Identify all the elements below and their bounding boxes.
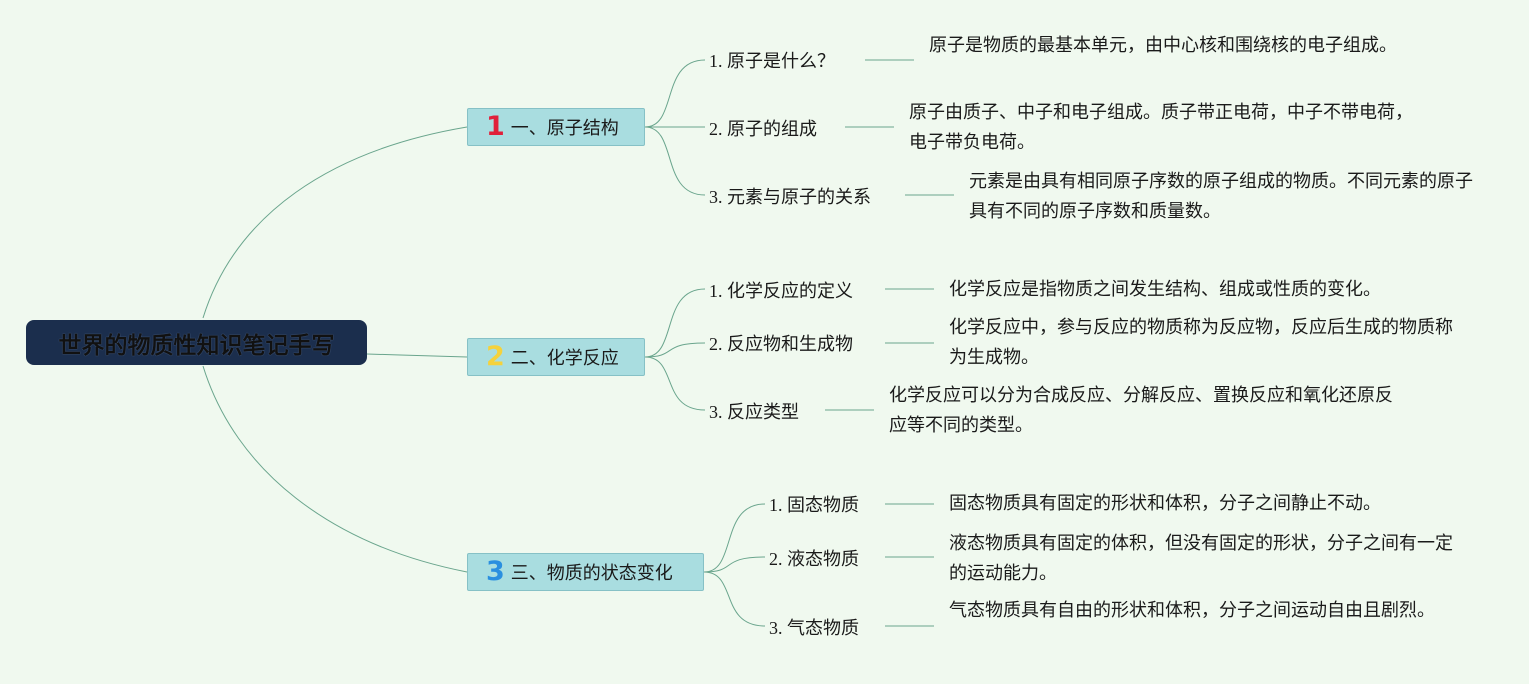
branch-3-to-sub-2-line — [703, 556, 766, 573]
subtopic-desc: 固态物质具有固定的形状和体积，分子之间静止不动。 — [949, 493, 1381, 514]
subtopic-reactants-products[interactable]: 2. 反应物和生成物 — [709, 334, 853, 354]
branch-2-to-sub-3-line — [644, 356, 706, 411]
subtopic-desc: 液态物质具有固定的体积，但没有固定的形状，分子之间有一定的运动能力。 — [949, 533, 1453, 584]
subtopic-desc: 化学反应中，参与反应的物质称为反应物，反应后生成的物质称为生成物。 — [949, 317, 1453, 368]
branch-2-to-sub-2-line — [644, 342, 706, 358]
branch-chemical-reaction[interactable]: 2 二、化学反应 — [467, 338, 645, 376]
root-topic-label: 世界的物质性知识笔记手写 — [58, 332, 335, 359]
root-to-branch-3-line — [202, 365, 468, 573]
branch-3-to-sub-3-line — [703, 571, 766, 627]
root-topic[interactable]: 世界的物质性知识笔记手写 — [26, 320, 367, 365]
branch-state-change[interactable]: 3 三、物质的状态变化 — [467, 553, 704, 591]
subtopic-solid[interactable]: 1. 固态物质 — [769, 495, 859, 515]
subtopic-desc: 化学反应是指物质之间发生结构、组成或性质的变化。 — [949, 279, 1381, 300]
subtopic-desc: 原子由质子、中子和电子组成。质子带正电荷，中子不带电荷，电子带负电荷。 — [909, 102, 1413, 153]
subtopic-reaction-definition[interactable]: 1. 化学反应的定义 — [709, 281, 853, 301]
subtopic-liquid[interactable]: 2. 液态物质 — [769, 549, 859, 569]
subtopic-what-is-atom[interactable]: 1. 原子是什么？ — [709, 51, 835, 71]
branch-number-3: 3 — [486, 555, 505, 587]
root-to-branch-2-line — [366, 353, 468, 358]
subtopic-reaction-types[interactable]: 3. 反应类型 — [709, 402, 799, 422]
subtopic-desc: 气态物质具有自由的形状和体积，分子之间运动自由且剧烈。 — [949, 600, 1435, 621]
subtopic-gas[interactable]: 3. 气态物质 — [769, 618, 859, 638]
branch-label: 三、物质的状态变化 — [510, 563, 673, 584]
branch-1-to-sub-1-line — [644, 59, 706, 128]
branch-atomic-structure[interactable]: 1 一、原子结构 — [467, 108, 645, 146]
root-to-branch-1-line — [202, 126, 468, 319]
branch-3-to-sub-1-line — [703, 503, 766, 573]
subtopic-desc: 化学反应可以分为合成反应、分解反应、置换反应和氧化还原反应等不同的类型。 — [889, 385, 1393, 436]
subtopic-element-atom-relation[interactable]: 3. 元素与原子的关系 — [709, 187, 871, 207]
branch-label: 二、化学反应 — [510, 348, 619, 369]
subtopic-atom-composition[interactable]: 2. 原子的组成 — [709, 119, 817, 139]
branch-label: 一、原子结构 — [510, 118, 619, 139]
subtopic-desc: 元素是由具有相同原子序数的原子组成的物质。不同元素的原子具有不同的原子序数和质量… — [969, 171, 1473, 222]
branch-number-2: 2 — [486, 340, 505, 372]
branch-2-to-sub-1-line — [644, 288, 706, 358]
branch-1-to-sub-3-line — [644, 126, 706, 196]
subtopic-desc: 原子是物质的最基本单元，由中心核和围绕核的电子组成。 — [929, 35, 1397, 56]
branch-number-1: 1 — [486, 110, 505, 142]
